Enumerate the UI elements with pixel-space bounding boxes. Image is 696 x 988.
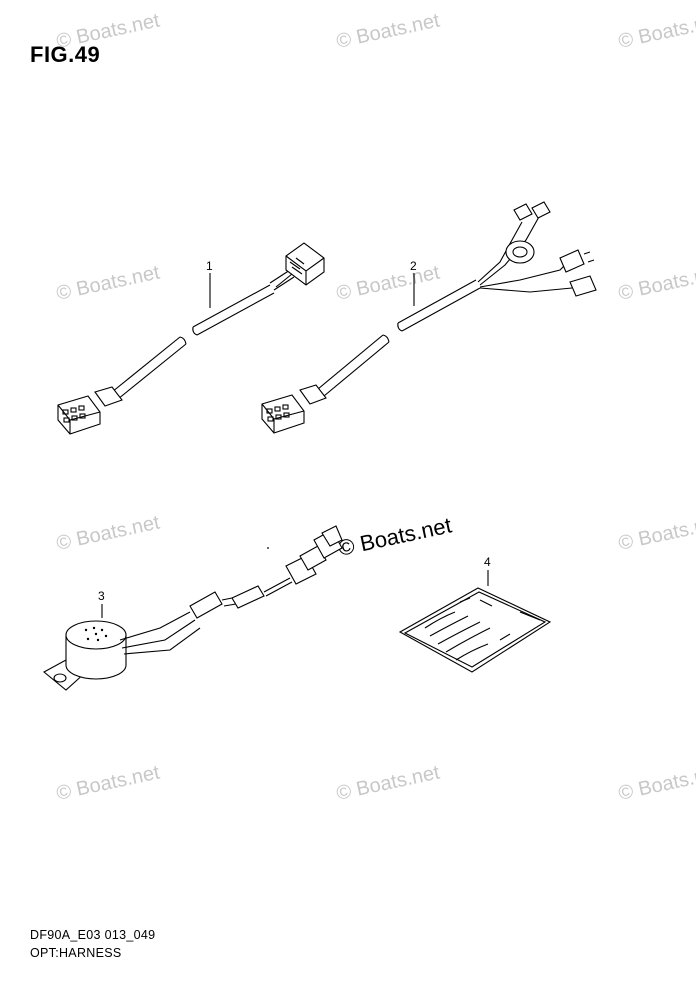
callout-4: 4	[484, 555, 491, 569]
watermark: © Boats.net	[334, 761, 442, 804]
watermark: © Boats.net	[334, 261, 442, 304]
model-code: DF90A_E03 013_049	[30, 928, 156, 942]
part-3-buzzer: 3	[43, 525, 343, 691]
part-4-bag: 4	[398, 555, 552, 673]
callout-3: 3	[98, 589, 105, 603]
watermark: © Boats.net	[54, 9, 162, 52]
watermark: © Boats.net	[616, 761, 696, 804]
watermarks: © Boats.net © Boats.net © Boats.net © Bo…	[54, 9, 696, 804]
watermark: © Boats.net	[54, 511, 162, 554]
watermark: © Boats.net	[616, 9, 696, 52]
part-2-harness: 2	[261, 201, 597, 434]
watermark: © Boats.net	[54, 761, 162, 804]
watermark: © Boats.net	[54, 261, 162, 304]
callout-2: 2	[410, 259, 417, 273]
watermark-prominent: © Boats.net	[336, 512, 454, 560]
speck	[267, 547, 269, 549]
watermark: © Boats.net	[616, 261, 696, 304]
figure-caption: OPT:HARNESS	[30, 946, 122, 960]
part-1-harness: 1	[57, 242, 325, 435]
watermark: © Boats.net	[616, 511, 696, 554]
watermark: © Boats.net	[334, 9, 442, 52]
callout-1: 1	[206, 259, 213, 273]
figure-title: FIG.49	[30, 42, 101, 67]
